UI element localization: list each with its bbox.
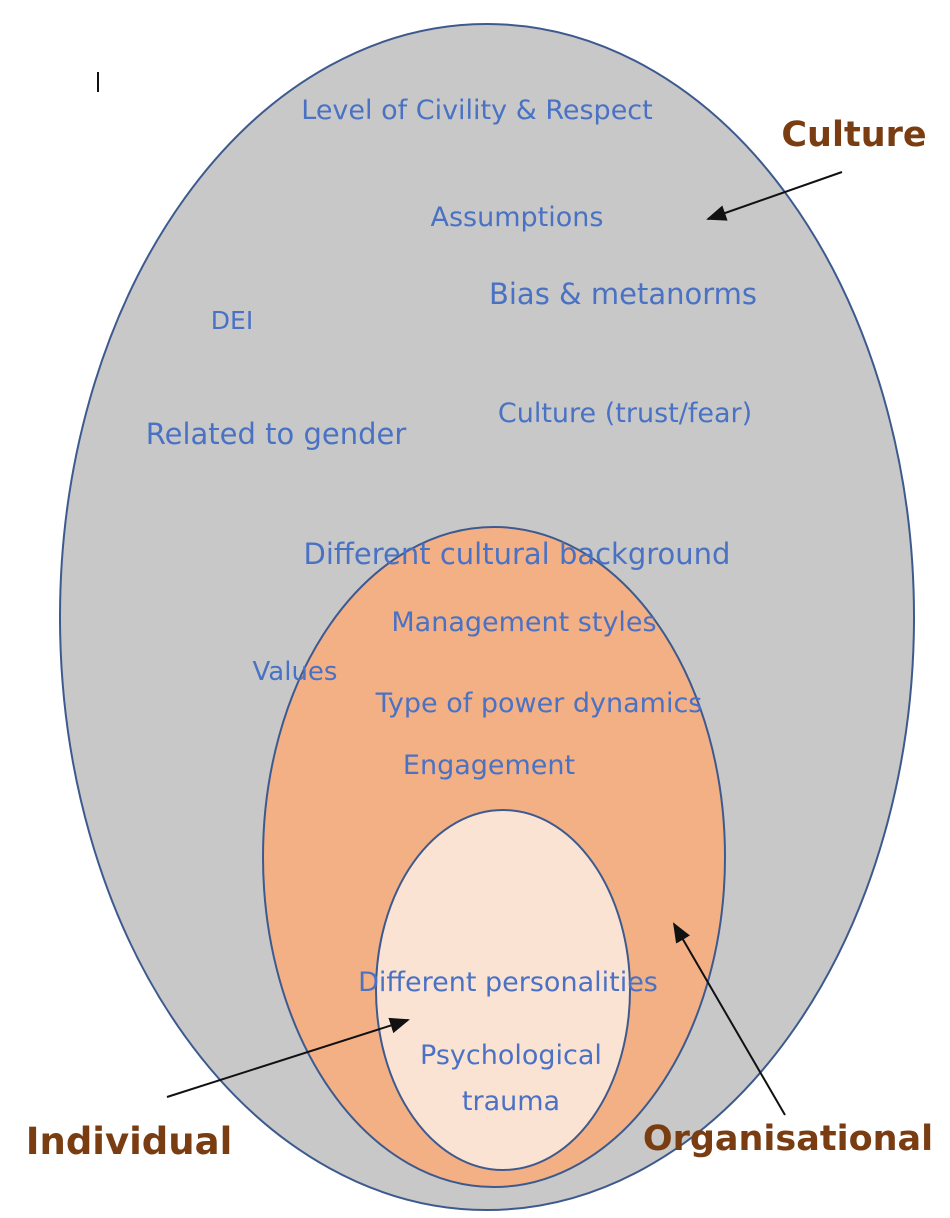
item-related-to-gender: Related to gender — [146, 417, 407, 451]
item-bias-metanorms: Bias & metanorms — [489, 277, 757, 311]
label-individual: Individual — [26, 1120, 233, 1163]
item-power-dynamics: Type of power dynamics — [375, 688, 703, 719]
label-organisational: Organisational — [643, 1119, 933, 1159]
individual-ellipse — [375, 809, 631, 1171]
item-psychological-trauma-line1: Psychological — [420, 1040, 602, 1071]
organisational-arrow — [672, 922, 786, 1116]
individual-arrow — [166, 1017, 410, 1098]
item-values: Values — [253, 657, 338, 687]
item-dei: DEI — [211, 306, 253, 335]
label-culture: Culture — [781, 115, 926, 155]
item-different-personalities: Different personalities — [358, 967, 658, 998]
item-psychological-trauma-line2: trauma — [462, 1086, 560, 1117]
item-management-styles: Management styles — [391, 607, 656, 638]
item-assumptions: Assumptions — [431, 202, 604, 233]
item-culture-trust-fear: Culture (trust/fear) — [498, 398, 752, 429]
culture-arrow — [706, 171, 843, 221]
item-civility-respect: Level of Civility & Respect — [301, 95, 653, 126]
item-engagement: Engagement — [403, 750, 575, 781]
item-different-cultural-background: Different cultural background — [304, 537, 731, 571]
